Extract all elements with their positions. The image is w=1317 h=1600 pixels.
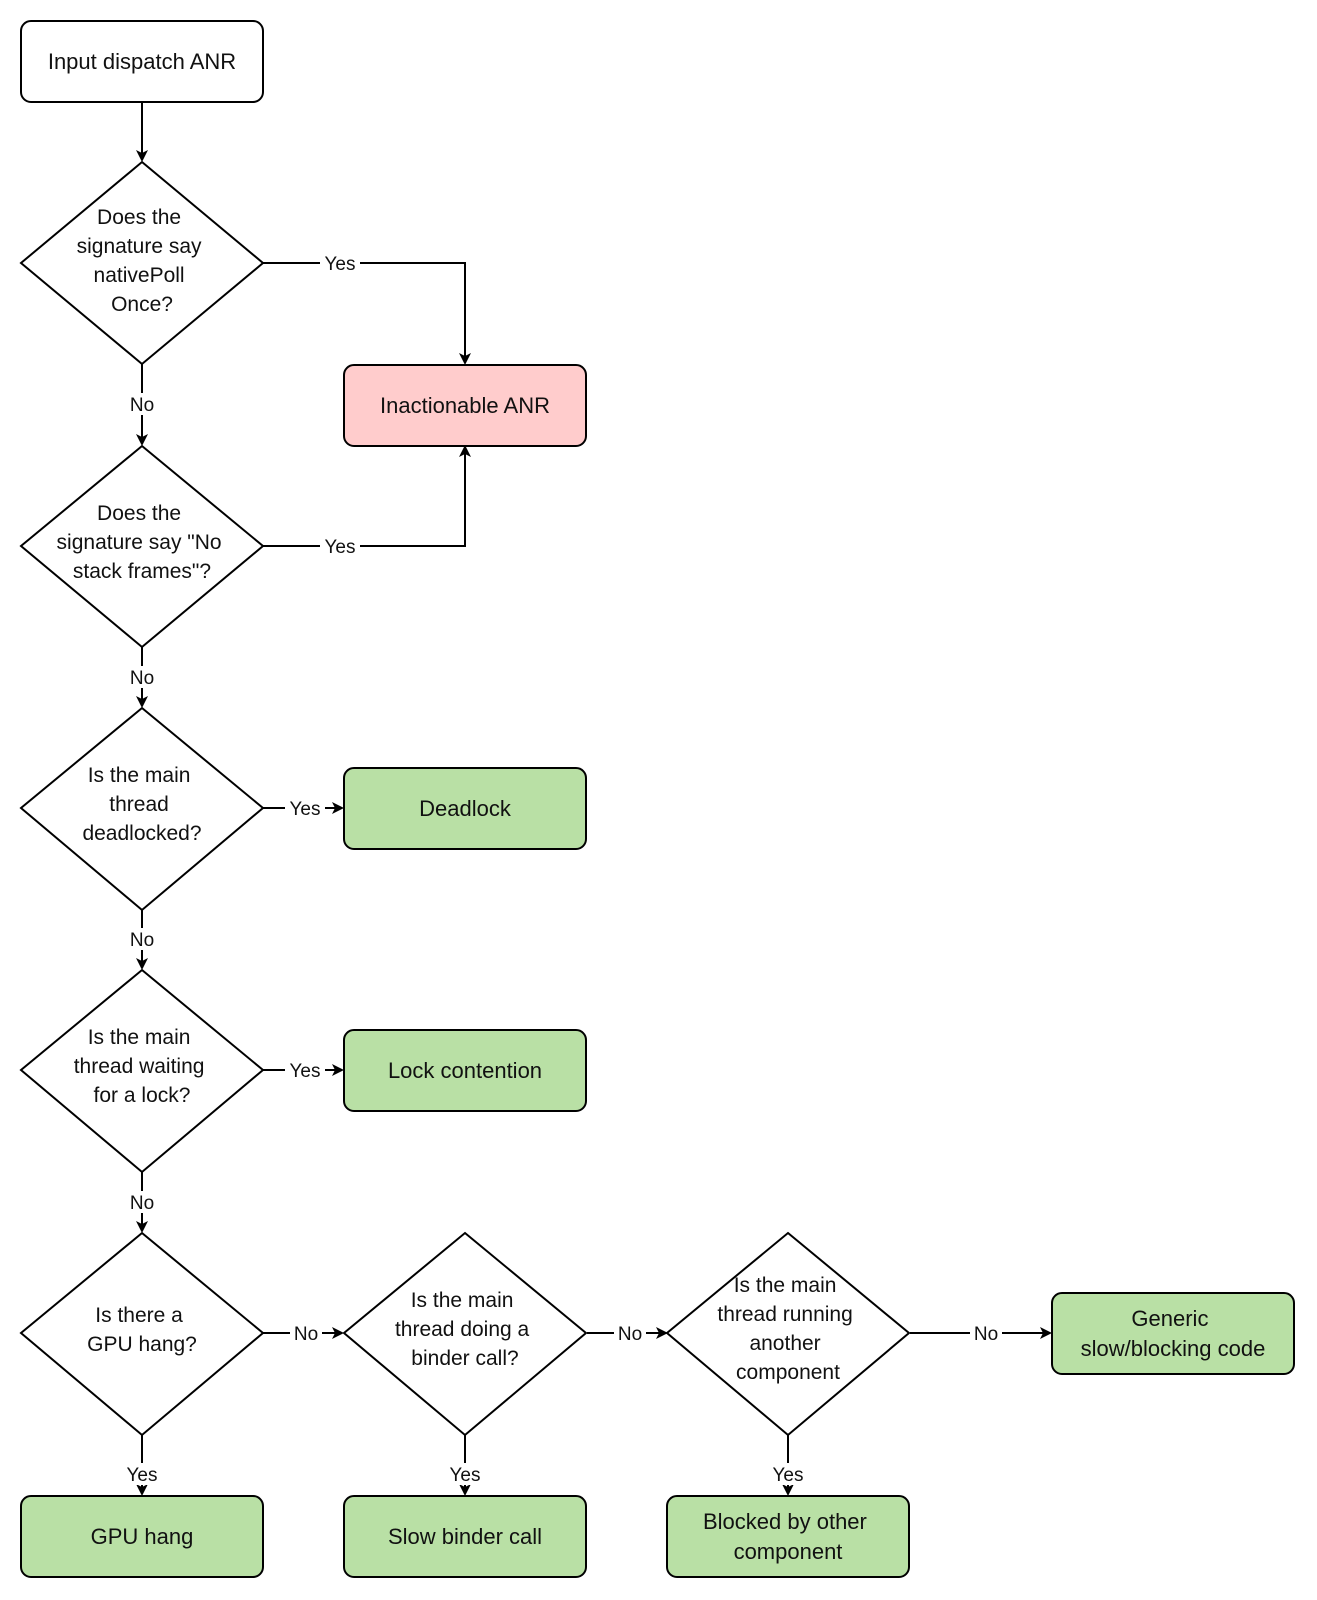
- gpu-hang-node: GPU hang: [20, 1495, 264, 1578]
- generic-label-line: slow/blocking code: [1081, 1336, 1266, 1361]
- svg-text:Is there a GPU hang?: Is there a GPU hang?: [87, 1304, 197, 1356]
- decision-line: Is there a: [95, 1304, 183, 1327]
- lock-contention-node: Lock contention: [343, 1029, 587, 1112]
- decision-line: signature say "No: [57, 531, 222, 554]
- label-gpu-no: No: [294, 1324, 318, 1345]
- edge-no-stack-yes: [263, 445, 471, 547]
- decision-line: signature say: [77, 235, 202, 258]
- slow-binder-call-node: Slow binder call: [343, 1495, 587, 1578]
- edge-labels: Yes No Yes No Yes No Yes No No Yes No Ye…: [122, 252, 1002, 1486]
- decision-line: thread waiting: [74, 1055, 205, 1078]
- decision-line: Is the main: [734, 1274, 837, 1297]
- label-no-stack-yes: Yes: [325, 537, 356, 558]
- label-native-poll-yes: Yes: [325, 254, 356, 275]
- svg-text:Slow binder call: Slow binder call: [388, 1524, 542, 1549]
- label-binder-no: No: [618, 1324, 642, 1345]
- label-lock-no: No: [130, 1193, 154, 1214]
- generic-label-line: Generic: [1131, 1306, 1208, 1331]
- svg-text:Does the signature say: Does the signature say nativePoll Once?: [77, 206, 208, 316]
- blocked-by-other-component-node: Blocked by other component: [666, 1495, 910, 1578]
- gpu-hang-label: GPU hang: [91, 1524, 194, 1549]
- nodes: Input dispatch ANR Does the signature sa…: [19, 20, 1295, 1578]
- decision-line: nativePoll: [94, 264, 185, 287]
- start-node: Input dispatch ANR: [20, 20, 264, 103]
- svg-text:Blocked by other compo: Blocked by other component: [703, 1509, 873, 1564]
- label-lock-yes: Yes: [290, 1061, 321, 1082]
- svg-text:Generic slow/blocking: Generic slow/blocking code: [1081, 1306, 1266, 1361]
- svg-text:Deadlock: Deadlock: [419, 796, 512, 821]
- inactionable-anr-label: Inactionable ANR: [380, 393, 550, 418]
- label-component-yes: Yes: [773, 1465, 804, 1486]
- start-node-label: Input dispatch ANR: [48, 49, 236, 74]
- svg-text:Lock contention: Lock contention: [388, 1058, 542, 1083]
- inactionable-anr-node: Inactionable ANR: [343, 364, 587, 447]
- decision-native-poll-once: Does the signature say nativePoll Once?: [19, 160, 265, 366]
- decision-line: Is the main: [88, 1026, 191, 1049]
- label-component-no: No: [974, 1324, 998, 1345]
- slow-binder-call-label: Slow binder call: [388, 1524, 542, 1549]
- deadlock-label: Deadlock: [419, 796, 512, 821]
- svg-text:Input dispatch ANR: Input dispatch ANR: [48, 49, 236, 74]
- decision-gpu-hang: Is there a GPU hang?: [19, 1231, 265, 1437]
- decision-line: for a lock?: [94, 1084, 191, 1107]
- svg-text:Does the signature say: Does the signature say "No stack frames"…: [57, 502, 228, 583]
- label-gpu-yes: Yes: [127, 1465, 158, 1486]
- blocked-label-line: Blocked by other: [703, 1509, 867, 1534]
- decision-waiting-for-lock: Is the main thread waiting for a lock?: [19, 968, 265, 1174]
- decision-line: thread: [109, 793, 169, 816]
- decision-line: thread running: [717, 1303, 852, 1326]
- edge-native-poll-yes: [263, 262, 471, 365]
- decision-line: deadlocked?: [82, 822, 201, 845]
- svg-text:Is the main thread doi: Is the main thread doing a binder call?: [395, 1289, 535, 1370]
- decision-line: Is the main: [411, 1289, 514, 1312]
- deadlock-node: Deadlock: [343, 767, 587, 850]
- decision-line: thread doing a: [395, 1318, 530, 1341]
- decision-deadlocked: Is the main thread deadlocked?: [19, 706, 265, 912]
- svg-text:Is the main thread: Is the main thread deadlocked?: [82, 764, 201, 845]
- lock-contention-label: Lock contention: [388, 1058, 542, 1083]
- decision-binder-call: Is the main thread doing a binder call?: [342, 1231, 588, 1437]
- decision-line: Is the main: [88, 764, 191, 787]
- blocked-label-line: component: [734, 1539, 843, 1564]
- decision-line: stack frames"?: [73, 560, 211, 583]
- svg-text:GPU hang: GPU hang: [91, 1524, 194, 1549]
- label-native-poll-no: No: [130, 395, 154, 416]
- decision-no-stack-frames: Does the signature say "No stack frames"…: [19, 444, 265, 649]
- svg-text:Is the main thread wai: Is the main thread waiting for a lock?: [74, 1026, 211, 1107]
- decision-line: another: [749, 1332, 820, 1355]
- svg-text:Is the main thread run: Is the main thread running another compo…: [717, 1274, 858, 1384]
- svg-text:Inactionable ANR: Inactionable ANR: [380, 393, 550, 418]
- decision-line: Once?: [111, 293, 173, 316]
- decision-line: Does the: [97, 206, 181, 229]
- label-no-stack-no: No: [130, 668, 154, 689]
- label-binder-yes: Yes: [450, 1465, 481, 1486]
- generic-slow-blocking-node: Generic slow/blocking code: [1051, 1292, 1295, 1375]
- decision-line: Does the: [97, 502, 181, 525]
- decision-line: component: [736, 1361, 840, 1384]
- label-deadlocked-yes: Yes: [290, 799, 321, 820]
- decision-line: binder call?: [411, 1347, 518, 1370]
- decision-line: GPU hang?: [87, 1333, 197, 1356]
- label-deadlocked-no: No: [130, 930, 154, 951]
- edges: [136, 102, 1052, 1496]
- decision-another-component: Is the main thread running another compo…: [665, 1231, 911, 1437]
